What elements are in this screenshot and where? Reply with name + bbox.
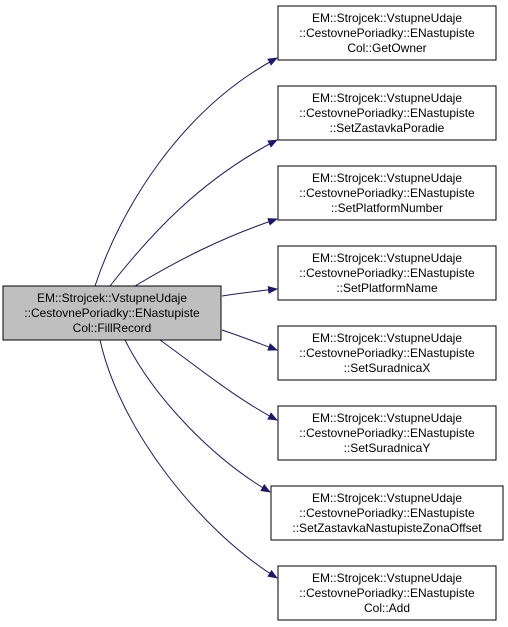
node-setzastavkaporadie-line-2: ::CestovnePoriadky::ENastupiste bbox=[299, 106, 475, 120]
node-setzastavkaporadie-line-1: EM::Strojcek::VstupneUdaje bbox=[312, 91, 462, 105]
node-setsuradnicay-line-1: EM::Strojcek::VstupneUdaje bbox=[312, 411, 462, 425]
node-setplatformname-line-3: ::SetPlatformName bbox=[336, 281, 438, 295]
edge-getowner bbox=[94, 57, 278, 287]
node-fillrecord[interactable]: EM::Strojcek::VstupneUdaje ::CestovnePor… bbox=[2, 285, 222, 341]
node-setplatformnumber-line-1: EM::Strojcek::VstupneUdaje bbox=[312, 171, 462, 185]
node-setsuradnicay-line-2: ::CestovnePoriadky::ENastupiste bbox=[299, 426, 475, 440]
edge-setsuradnicax bbox=[221, 329, 278, 351]
edge-setplatformname bbox=[221, 285, 278, 297]
node-setzastavkanastupistezonaoffset-line-2: ::CestovnePoriadky::ENastupiste bbox=[299, 506, 475, 520]
node-setsuradnicay-line-3: ::SetSuradnicaY bbox=[344, 441, 431, 455]
node-setsuradnicax-line-3: ::SetSuradnicaX bbox=[344, 361, 431, 375]
node-setzastavkanastupistezonaoffset[interactable]: EM::Strojcek::VstupneUdaje ::CestovnePor… bbox=[270, 485, 504, 541]
node-setzastavkanastupistezonaoffset-line-1: EM::Strojcek::VstupneUdaje bbox=[312, 491, 462, 505]
node-add-line-3: Col::Add bbox=[364, 601, 410, 615]
node-add-line-1: EM::Strojcek::VstupneUdaje bbox=[312, 571, 462, 585]
node-setzastavkanastupistezonaoffset-line-3: ::SetZastavkaNastupisteZonaOffset bbox=[292, 521, 482, 535]
node-getowner-line-2: ::CestovnePoriadky::ENastupiste bbox=[299, 26, 475, 40]
node-getowner-line-3: Col::GetOwner bbox=[347, 41, 426, 55]
node-add[interactable]: EM::Strojcek::VstupneUdaje ::CestovnePor… bbox=[277, 565, 497, 621]
node-setplatformnumber-line-3: ::SetPlatformNumber bbox=[331, 201, 443, 215]
node-getowner[interactable]: EM::Strojcek::VstupneUdaje ::CestovnePor… bbox=[277, 5, 497, 61]
node-setsuradnicax[interactable]: EM::Strojcek::VstupneUdaje ::CestovnePor… bbox=[277, 325, 497, 381]
node-fillrecord-line-2: ::CestovnePoriadky::ENastupiste bbox=[24, 306, 200, 320]
edge-setsuradnicay bbox=[159, 339, 278, 421]
edge-add bbox=[99, 339, 278, 579]
node-setsuradnicax-line-2: ::CestovnePoriadky::ENastupiste bbox=[299, 346, 475, 360]
edge-setzastavkaporadie bbox=[109, 139, 278, 287]
node-setplatformnumber-line-2: ::CestovnePoriadky::ENastupiste bbox=[299, 186, 475, 200]
node-setplatformname-line-2: ::CestovnePoriadky::ENastupiste bbox=[299, 266, 475, 280]
node-add-line-2: ::CestovnePoriadky::ENastupiste bbox=[299, 586, 475, 600]
edge-setzastavkanastupistezonaoffset bbox=[124, 339, 271, 493]
node-fillrecord-line-3: Col::FillRecord bbox=[73, 321, 152, 335]
node-fillrecord-line-1: EM::Strojcek::VstupneUdaje bbox=[37, 291, 187, 305]
node-getowner-line-1: EM::Strojcek::VstupneUdaje bbox=[312, 11, 462, 25]
node-setzastavkaporadie-line-3: ::SetZastavkaPoradie bbox=[330, 121, 445, 135]
edge-setplatformnumber bbox=[134, 218, 278, 287]
node-setzastavkaporadie[interactable]: EM::Strojcek::VstupneUdaje ::CestovnePor… bbox=[277, 85, 497, 141]
node-setplatformnumber[interactable]: EM::Strojcek::VstupneUdaje ::CestovnePor… bbox=[277, 165, 497, 221]
edges bbox=[94, 57, 278, 579]
node-setplatformname[interactable]: EM::Strojcek::VstupneUdaje ::CestovnePor… bbox=[277, 245, 497, 301]
node-setplatformname-line-1: EM::Strojcek::VstupneUdaje bbox=[312, 251, 462, 265]
node-setsuradnicay[interactable]: EM::Strojcek::VstupneUdaje ::CestovnePor… bbox=[277, 405, 497, 461]
node-setsuradnicax-line-1: EM::Strojcek::VstupneUdaje bbox=[312, 331, 462, 345]
